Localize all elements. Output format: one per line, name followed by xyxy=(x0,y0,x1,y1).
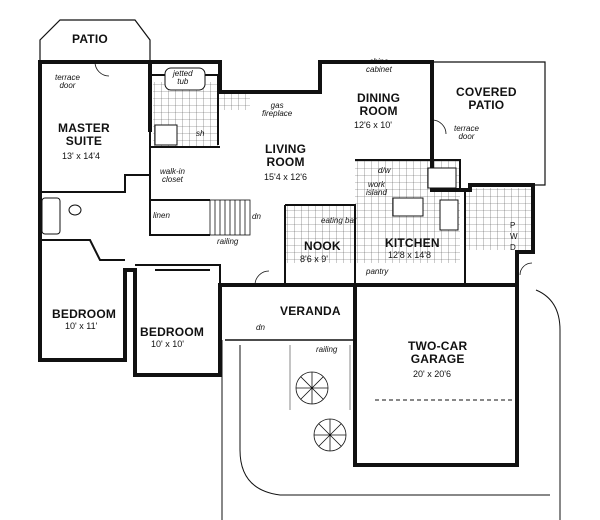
kitchen-dimensions: 12'8 x 14'8 xyxy=(388,250,431,260)
walk-in-closet-note: walk-in closet xyxy=(160,167,185,185)
laundry-p-label: P xyxy=(510,221,516,230)
linen-note: linen xyxy=(153,211,170,220)
garage-label: TWO-CAR GARAGE xyxy=(408,339,468,366)
exterior-walls xyxy=(38,60,535,467)
hall-toilet xyxy=(68,204,82,216)
walkway-curve xyxy=(239,345,550,496)
tree-upper xyxy=(295,371,329,405)
jetted-tub-note: jetted tub xyxy=(173,69,193,87)
laundry-w-label: W xyxy=(510,232,518,241)
dining-room-label: DINING ROOM xyxy=(357,91,401,118)
master-suite-label: MASTER SUITE xyxy=(58,121,110,148)
staircase xyxy=(209,199,251,236)
pantry-note: pantry xyxy=(366,267,389,276)
veranda-railing-note: railing xyxy=(316,345,338,354)
door-swings xyxy=(94,61,533,286)
veranda-posts xyxy=(289,345,351,410)
shower-stall xyxy=(154,124,178,146)
living-room-dimensions: 15'4 x 12'6 xyxy=(264,172,307,182)
covered-patio-outline xyxy=(432,61,546,186)
covered-patio-label: COVERED PATIO xyxy=(456,85,517,112)
bedroom-mid-dimensions: 10' x 10' xyxy=(151,339,184,349)
terrace-door-right-note: terrace door xyxy=(454,124,479,142)
nook-dimensions: 8'6 x 9' xyxy=(300,254,328,264)
living-room-label: LIVING ROOM xyxy=(265,142,307,169)
interior-walls xyxy=(40,74,466,285)
dining-room-dimensions: 12'6 x 10' xyxy=(354,120,392,130)
china-cabinet-note: china cabinet xyxy=(366,57,392,75)
veranda-down-note: dn xyxy=(256,323,265,332)
bedroom-mid-label: BEDROOM xyxy=(140,325,205,339)
nook-tile-floor xyxy=(285,205,355,263)
gas-fireplace-note: gas fireplace xyxy=(262,101,293,119)
bedroom-left-label: BEDROOM xyxy=(52,307,117,321)
fireplace-hearth xyxy=(218,92,250,110)
kitchen-sink xyxy=(427,167,457,189)
eating-bar-note: eating bar xyxy=(321,216,357,225)
jetted-tub xyxy=(164,67,206,91)
stair-railing-note: railing xyxy=(217,237,239,246)
driveway-edge xyxy=(535,289,561,520)
terrace-door-left-note: terrace door xyxy=(55,73,80,91)
patio-label: PATIO xyxy=(72,32,108,46)
hall-bathtub xyxy=(41,197,61,235)
shower-note: sh xyxy=(196,129,205,138)
garage-dimensions: 20' x 20'6 xyxy=(413,369,451,379)
veranda-label: VERANDA xyxy=(280,304,341,318)
nook-label: NOOK xyxy=(304,239,341,253)
bedroom-left-dimensions: 10' x 11' xyxy=(65,321,98,331)
master-suite-dimensions: 13' x 14'4 xyxy=(62,151,100,161)
dishwasher-note: d/w xyxy=(378,166,391,175)
kitchen-range xyxy=(439,199,459,231)
laundry-d-label: D xyxy=(510,243,516,252)
patio-outline xyxy=(39,19,151,62)
tree-lower xyxy=(313,418,347,452)
stair-down-note: dn xyxy=(252,212,261,221)
kitchen-work-island xyxy=(392,197,424,217)
work-island-note: work island xyxy=(366,180,387,198)
laundry-tile-floor xyxy=(465,188,533,250)
kitchen-label: KITCHEN xyxy=(385,236,440,250)
